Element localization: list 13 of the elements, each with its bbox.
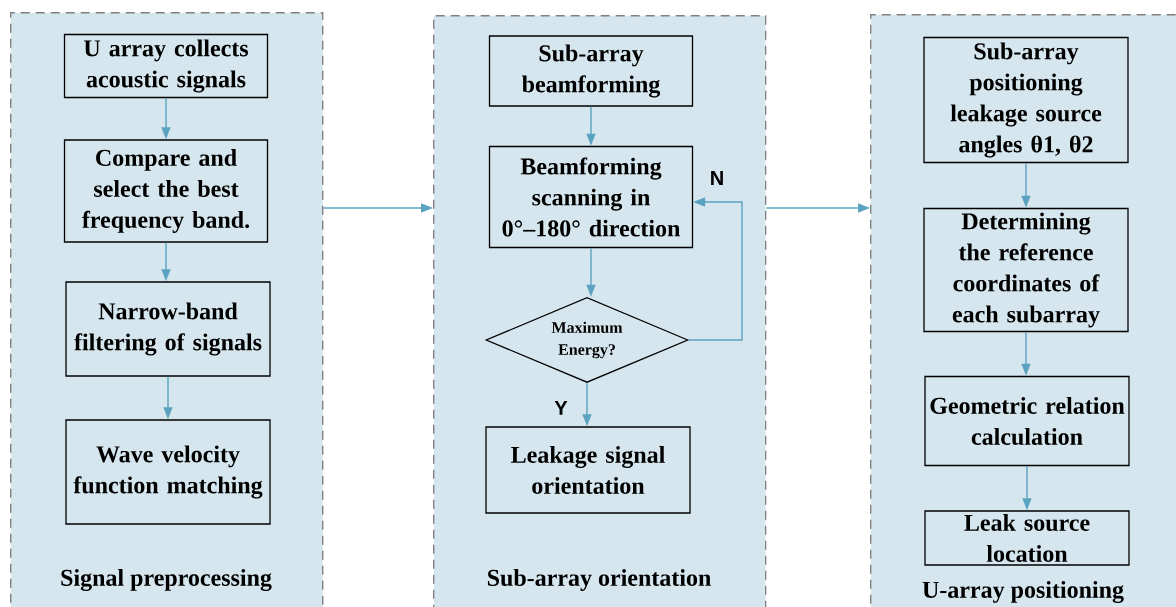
- process-box: Determining the reference coordinates of each subarray: [923, 207, 1129, 333]
- process-box: Narrow-band filtering of signals: [65, 281, 271, 377]
- arrow: [687, 197, 743, 341]
- process-box: Beamforming scanning in 0°–180° direction: [488, 145, 694, 249]
- process-box: Geometric relation calculation: [924, 375, 1130, 467]
- process-box: Sub-array positioning leakage source angles θ1, θ2: [923, 36, 1129, 164]
- process-box: Compare and select the best frequency band.: [63, 139, 269, 243]
- process-box: Sub-array beamforming: [488, 35, 694, 107]
- process-box: Wave velocity function matching: [65, 419, 271, 525]
- process-box: Leakage signal orientation: [485, 426, 691, 514]
- process-box: Leak source location: [924, 510, 1130, 566]
- edge-label: Y: [553, 400, 569, 416]
- process-box: U array collects acoustic signals: [63, 33, 269, 99]
